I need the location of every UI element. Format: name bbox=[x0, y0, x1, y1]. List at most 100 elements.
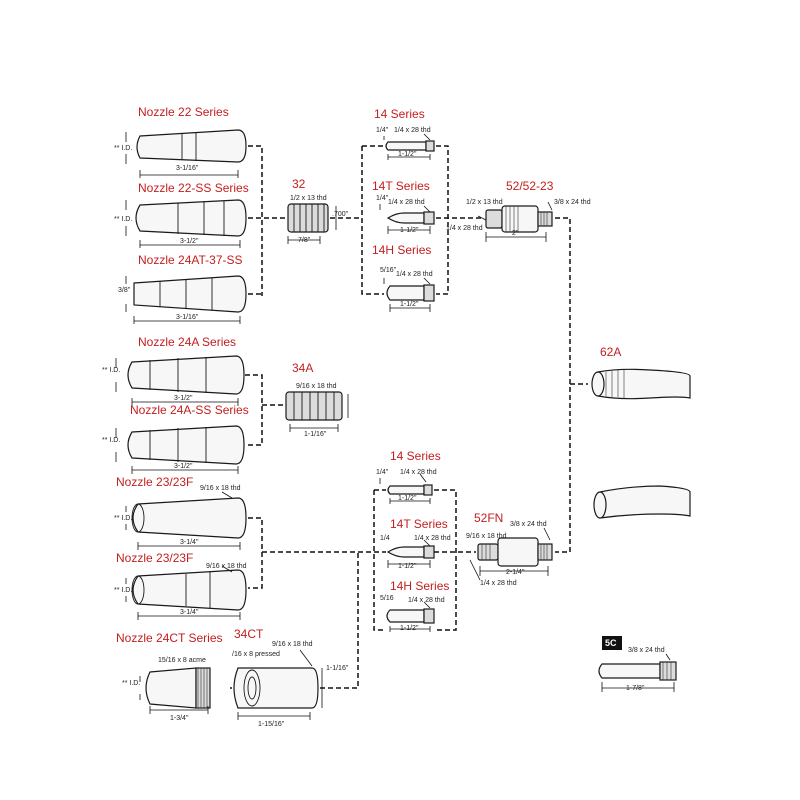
part-34ct-label: 34CT bbox=[234, 627, 264, 641]
part-52fn-thread3: 1/4 x 28 thd bbox=[480, 580, 517, 587]
tip-14h-bottom-thread: 1/4 x 28 thd bbox=[408, 597, 445, 604]
nozzle-24a-length: 3-1/2" bbox=[174, 395, 193, 402]
part-5c-label: 5C bbox=[605, 638, 617, 648]
part-34a-thread: 9/16 x 18 thd bbox=[296, 383, 337, 390]
tip-14-bottom-label: 14 Series bbox=[390, 449, 441, 463]
tip-14t-top-body bbox=[386, 212, 425, 224]
nozzle-24at-length: 3-1/16" bbox=[176, 314, 199, 321]
nozzle-24ct-label: Nozzle 24CT Series bbox=[116, 631, 223, 645]
tip-14t-top-dia: 1/4" bbox=[376, 195, 389, 202]
nozzle-23b-series: Nozzle 23/23F 9/16 x 18 thd ** I.D. 3-1/… bbox=[114, 551, 247, 620]
nozzle-24at-body bbox=[133, 275, 247, 313]
nozzle-24ass-id: ** I.D. bbox=[102, 437, 120, 444]
tip-14t-top: 14T Series 1/4" 1/4 x 28 thd 1-1/2" bbox=[372, 179, 435, 234]
tip-14-top: 14 Series 1/4" 1/4 x 28 thd 1-1/2" bbox=[374, 107, 435, 160]
part-52-end bbox=[485, 209, 503, 229]
tip-14t-bottom-label: 14T Series bbox=[390, 517, 448, 531]
tip-14-top-dia: 1/4" bbox=[376, 127, 389, 134]
part-32: 32 1/2 x 13 thd 7/8" .700" bbox=[287, 177, 349, 244]
nozzle-23a-series: Nozzle 23/23F 9/16 x 18 thd ** I.D. 3-1/… bbox=[114, 475, 247, 550]
part-34ct-side: 1-1/16" bbox=[326, 665, 349, 672]
tip-14h-bottom: 14H Series 5/16 1/4 x 28 thd 1-1/2" bbox=[380, 579, 449, 632]
tip-14h-top-length: 1-1/2" bbox=[400, 301, 419, 308]
part-34ct-length: 1-15/16" bbox=[258, 721, 285, 728]
tip-14-top-label: 14 Series bbox=[374, 107, 425, 121]
part-34ct-thread: 9/16 x 18 thd bbox=[272, 641, 313, 648]
part-5c-badge bbox=[602, 636, 622, 650]
nozzle-24ct-length: 1-3/4" bbox=[170, 715, 189, 722]
part-52fn-end bbox=[477, 543, 499, 561]
part-52-thread3: 1/4 x 28 thd bbox=[446, 225, 483, 232]
nozzle-22ss-id: ** I.D. bbox=[114, 216, 132, 223]
part-5c: 5C 3/8 x 24 thd 1-7/8" bbox=[598, 636, 677, 692]
nozzle-22-body bbox=[136, 129, 247, 163]
nozzle-24a-id: ** I.D. bbox=[102, 367, 120, 374]
tip-14h-top: 14H Series 5/16" 1/4 x 28 thd 1-1/2" bbox=[372, 243, 435, 312]
nozzle-24a-label: Nozzle 24A Series bbox=[138, 335, 236, 349]
part-52-label: 52/52-23 bbox=[506, 179, 554, 193]
tip-14h-bottom-dia: 5/16 bbox=[380, 595, 394, 602]
part-52fn-thread1: 9/16 x 18 thd bbox=[466, 533, 507, 540]
nozzle-22ss-length: 3-1/2" bbox=[180, 238, 199, 245]
part-62a-label: 62A bbox=[600, 345, 621, 359]
part-52fn: 52FN 3/8 x 24 thd 9/16 x 18 thd 1/4 x 28… bbox=[466, 511, 553, 587]
nozzle-23a-label: Nozzle 23/23F bbox=[116, 475, 193, 489]
tip-14t-top-thread: 1/4 x 28 thd bbox=[388, 199, 425, 206]
nozzle-24ass-label: Nozzle 24A-SS Series bbox=[130, 403, 249, 417]
tip-14-top-body bbox=[385, 141, 427, 151]
part-34ct-body bbox=[233, 667, 319, 709]
part-5c-body bbox=[598, 663, 661, 679]
part-32-label: 32 bbox=[292, 177, 306, 191]
part-34ct-thread2: /16 x 8 pressed bbox=[232, 651, 280, 658]
nozzle-24a-series: Nozzle 24A Series ** I.D. 3-1/2" bbox=[102, 335, 245, 406]
part-52fn-thread bbox=[537, 543, 553, 561]
part-34a: 34A 9/16 x 18 thd 1-1/16" bbox=[285, 361, 349, 438]
nozzle-22-length: 3-1/16" bbox=[176, 165, 199, 172]
nozzle-24ass-length: 3-1/2" bbox=[174, 463, 193, 470]
nozzle-23a-id: ** I.D. bbox=[114, 515, 132, 522]
nozzle-22-series: Nozzle 22 Series ** I.D. 3-1/16" bbox=[114, 105, 247, 178]
part-5c-thread bbox=[659, 661, 677, 681]
nozzle-22-label: Nozzle 22 Series bbox=[138, 105, 229, 119]
part-34a-body bbox=[285, 391, 343, 421]
hose-62a-bottom bbox=[599, 485, 691, 519]
tip-14t-top-label: 14T Series bbox=[372, 179, 430, 193]
part-5c-length: 1-7/8" bbox=[626, 685, 645, 692]
tip-14t-bottom-length: 1-1/2" bbox=[398, 563, 417, 570]
tip-14-bottom-length: 1-1/2" bbox=[398, 495, 417, 502]
hose-62a-top bbox=[597, 368, 691, 400]
nozzle-22-id: ** I.D. bbox=[114, 145, 132, 152]
part-52-length: 2" bbox=[512, 230, 519, 237]
nozzle-24at-series: Nozzle 24AT-37-SS 3/8" 3-1/16" bbox=[118, 253, 247, 324]
part-52fn-label: 52FN bbox=[474, 511, 503, 525]
part-52fn-body bbox=[497, 537, 539, 567]
nozzle-24ct-body bbox=[145, 667, 197, 709]
tip-14h-top-body bbox=[386, 285, 425, 301]
part-52-thread2: 3/8 x 24 thd bbox=[554, 199, 591, 206]
part-34ct: 34CT 9/16 x 18 thd /16 x 8 pressed 1-15/… bbox=[232, 627, 349, 728]
nozzle-22ss-series: Nozzle 22-SS Series ** I.D. 3-1/2" bbox=[114, 181, 249, 248]
tip-14-bottom: 14 Series 1/4" 1/4 x 28 thd 1-1/2" bbox=[376, 449, 441, 504]
nozzle-24ct-thread-spec: 15/16 x 8 acme bbox=[158, 657, 206, 664]
tip-14h-bottom-label: 14H Series bbox=[390, 579, 449, 593]
tip-14-bottom-dia: 1/4" bbox=[376, 469, 389, 476]
tip-14-top-thread: 1/4 x 28 thd bbox=[394, 127, 431, 134]
nozzle-23a-length: 3-1/4" bbox=[180, 539, 199, 546]
nozzle-24at-label: Nozzle 24AT-37-SS bbox=[138, 253, 243, 267]
part-34a-label: 34A bbox=[292, 361, 313, 375]
nozzle-24ass-body bbox=[127, 425, 245, 465]
tip-14-bottom-body bbox=[387, 485, 425, 495]
part-32-length: 7/8" bbox=[298, 237, 311, 244]
nozzle-24ct-thread bbox=[195, 667, 211, 709]
part-52fn-thread2: 3/8 x 24 thd bbox=[510, 521, 547, 528]
part-52: 52/52-23 1/2 x 13 thd 3/8 x 24 thd 1/4 x… bbox=[446, 179, 591, 242]
nozzle-23b-thread: 9/16 x 18 thd bbox=[206, 563, 247, 570]
nozzle-22ss-body bbox=[135, 199, 247, 237]
tip-14h-top-label: 14H Series bbox=[372, 243, 431, 257]
part-52-body bbox=[501, 205, 539, 233]
part-32-side: .700" bbox=[332, 211, 349, 218]
nozzle-23b-length: 3-1/4" bbox=[180, 609, 199, 616]
part-52fn-length: 2-1/4" bbox=[506, 569, 525, 576]
